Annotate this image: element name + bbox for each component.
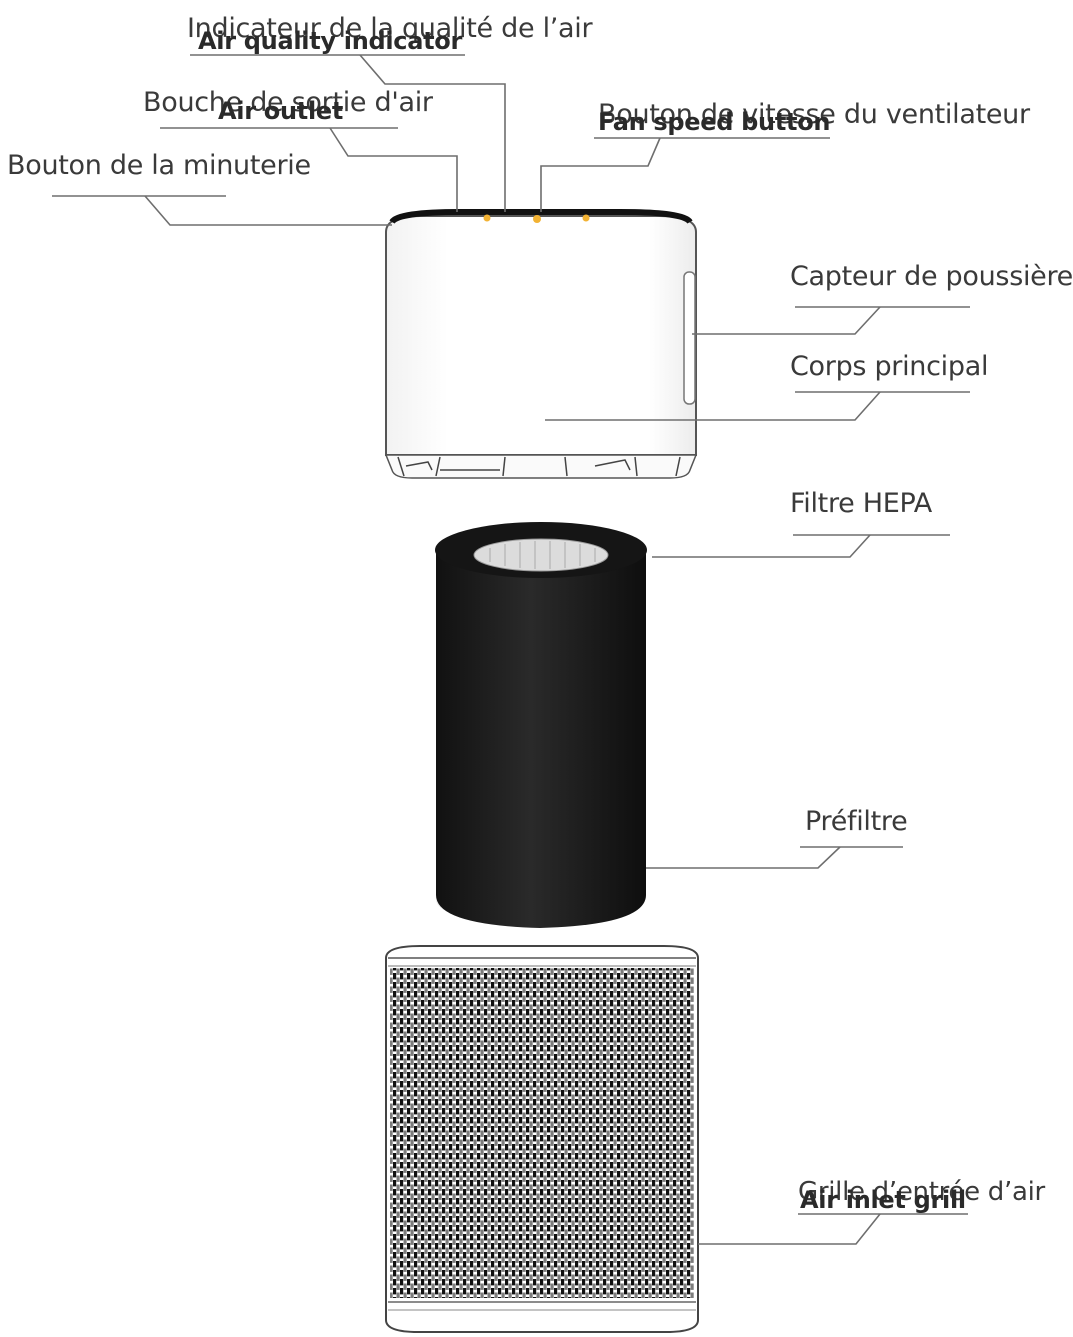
air-outlet-label-en: Air outlet — [218, 97, 344, 125]
main-body-label-fr: Corps principal — [790, 351, 989, 382]
fan-speed-label-fr: Bouton de vitesse du ventilateur — [598, 99, 1030, 130]
air-outlet-label-fr: Bouche de sortie d'air — [143, 87, 433, 118]
dust-sensor-slot — [683, 271, 696, 405]
fan-speed-label-en: Fan speed button — [598, 108, 831, 136]
air-quality-label-fr: Indicateur de la qualité de l’air — [187, 13, 593, 44]
main-body-unit — [384, 209, 698, 479]
filter-unit — [435, 522, 647, 928]
timer-label-fr: Bouton de la minuterie — [7, 150, 311, 181]
inlet-grill-label-fr: Grille d’entrée d’air — [798, 1177, 1045, 1207]
prefilter-label-fr: Préfiltre — [805, 806, 908, 837]
air-quality-label-en: Air quality indicator — [198, 27, 463, 55]
inlet-grill-unit — [385, 945, 699, 1333]
fan-speed-led-icon — [533, 215, 541, 223]
dust-sensor-label-fr: Capteur de poussière — [790, 261, 1073, 292]
air-quality-led-icon — [483, 214, 491, 222]
timer-led-icon — [582, 214, 590, 222]
leader-lines — [52, 54, 970, 1245]
hepa-core — [473, 538, 609, 572]
inlet-grill-label-en: Air inlet grill — [800, 1186, 966, 1214]
hepa-label-fr: Filtre HEPA — [790, 488, 932, 519]
